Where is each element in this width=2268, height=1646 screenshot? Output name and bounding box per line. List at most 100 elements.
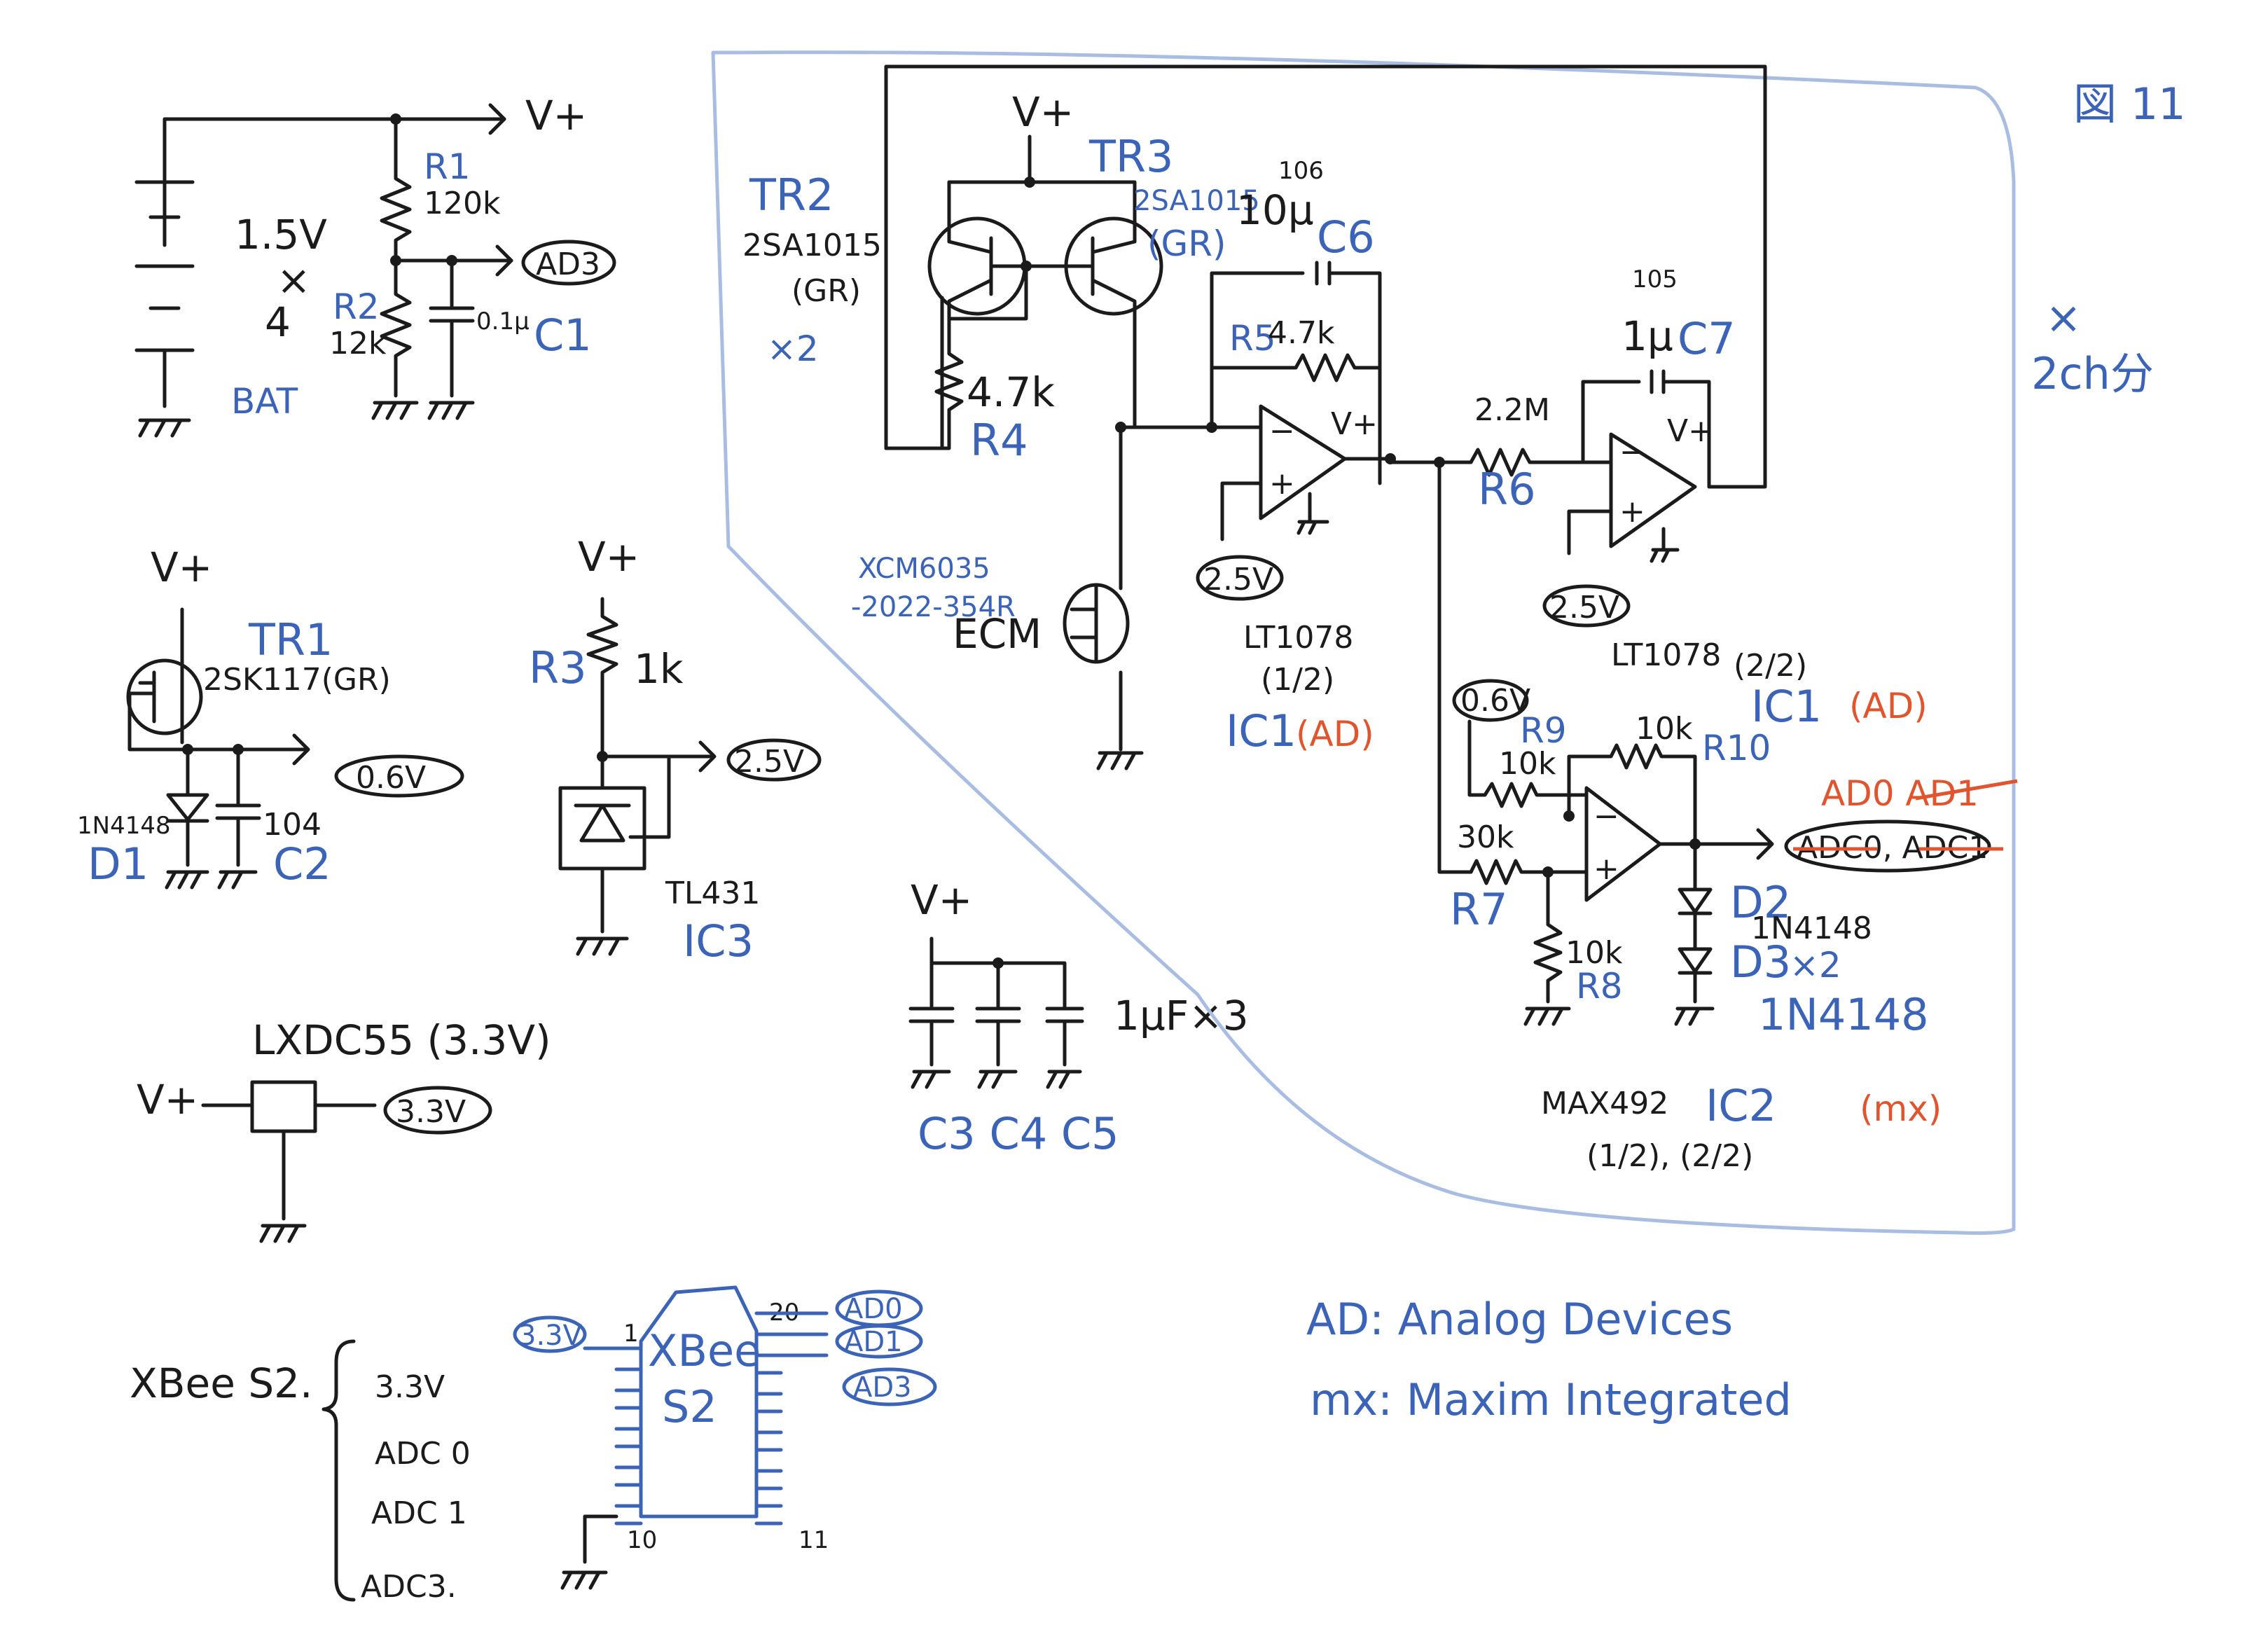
ref-b: 2.5V [1549, 590, 1619, 625]
tr3-name: TR3 [1088, 131, 1173, 182]
ic1b-vplus: V+ [1667, 413, 1714, 449]
ic1a-plus: + [1269, 466, 1295, 502]
ic3-vplus: V+ [578, 533, 639, 581]
c1-value: 0.1μ [476, 307, 530, 336]
r6-value: 2.2M [1474, 392, 1550, 428]
xbee-pin11: 11 [798, 1526, 829, 1554]
tr1-out-label: 0.6V [356, 760, 426, 796]
ic1a-vplus: V+ [1331, 406, 1378, 442]
ic2-plus: + [1593, 851, 1619, 887]
group-outline [711, 50, 2016, 1235]
d3-mult: ×2 [1790, 945, 1841, 985]
r7-value: 30k [1457, 819, 1514, 855]
r8-value: 10k [1565, 935, 1623, 971]
r7-name: R7 [1450, 884, 1508, 935]
xbee-pin1: 1 [623, 1320, 639, 1348]
ecm-label: ECM [953, 610, 1042, 658]
xbee-ad1: AD1 [844, 1326, 903, 1358]
d2-name: D2 [1730, 877, 1791, 928]
ic1a-name: IC1 [1226, 705, 1297, 756]
r3-name: R3 [529, 642, 587, 693]
xbee-list-title: XBee S2. [130, 1360, 312, 1407]
tr2-mult: ×2 [767, 328, 819, 369]
ic1a-minus: − [1269, 413, 1295, 449]
xbee-ad3: AD3 [853, 1371, 912, 1404]
ic1b-mfr: (AD) [1849, 686, 1928, 726]
xbee-chip-line1: XBee [648, 1325, 761, 1376]
xbee-chip-line2: S2 [662, 1381, 717, 1432]
d1-part: 1N4148 [77, 812, 171, 840]
r10-name: R10 [1702, 728, 1771, 768]
c7-name: C7 [1678, 313, 1736, 364]
ecm-part1: XCM6035 [858, 553, 990, 585]
ic3-out-label: 2.5V [734, 744, 804, 780]
caps-value: 1μF×3 [1114, 992, 1249, 1039]
ic1b-plus: + [1619, 494, 1645, 530]
ic3-part: TL431 [665, 876, 760, 911]
regulator-vplus: V+ [137, 1076, 198, 1123]
xbee-pin10: 10 [627, 1526, 657, 1554]
r2-value: 12k [329, 326, 387, 361]
xbee-ad0: AD0 [844, 1293, 903, 1325]
ic2-minus: − [1593, 798, 1619, 834]
tr2-name: TR2 [749, 170, 834, 221]
channel-mult-x: × [2045, 292, 2082, 343]
c2-value: 104 [263, 807, 321, 843]
amp-vplus: V+ [1012, 88, 1074, 136]
r5-name: R5 [1229, 318, 1276, 359]
ic2-mfr: (mx) [1860, 1088, 1942, 1129]
tr3-part: 2SA1015 [1133, 185, 1260, 217]
xbee-item-3: ADC 1 [371, 1495, 467, 1531]
tr1-name: TR1 [248, 614, 333, 665]
c2-name: C2 [273, 838, 331, 890]
d2-part: 1N4148 [1751, 911, 1872, 946]
c7-value: 1μ [1622, 312, 1673, 360]
ic1a-unit: (1/2) [1261, 662, 1334, 698]
ref-c: 0.6V [1460, 683, 1530, 719]
r3-value: 1k [634, 645, 684, 693]
out-old-label: AD0 AD1 [1821, 773, 1979, 814]
c1-name: C1 [534, 310, 592, 361]
battery-voltage: 1.5V [235, 211, 327, 258]
ad3-label: AD3 [536, 247, 600, 282]
caps-block: V+ 1μF×3 C3 C4 C5 [908, 876, 1249, 1159]
xbee-item-2: ADC 0 [375, 1436, 471, 1472]
xbee-pin-3v3: 3.3V [518, 1320, 583, 1352]
regulator-out-label: 3.3V [396, 1094, 466, 1130]
xbee-list: XBee S2. 3.3V ADC 0 ADC 1 ADC3. [130, 1339, 471, 1605]
ic1a-part: LT1078 [1243, 620, 1353, 656]
ic3-block: V+ R3 1k 2.5V TL431 IC3 [529, 533, 822, 967]
r1-value: 120k [424, 186, 501, 221]
r9-value: 10k [1499, 746, 1556, 782]
ic2-units: (1/2), (2/2) [1586, 1138, 1753, 1174]
caps-vplus: V+ [911, 876, 972, 924]
ic3-name: IC3 [683, 915, 754, 967]
r4-name: R4 [970, 415, 1028, 466]
r4-value: 4.7k [967, 368, 1055, 416]
vplus-rail-label: V+ [525, 92, 587, 139]
ic1b-name: IC1 [1751, 681, 1822, 732]
c6-code: 106 [1278, 157, 1324, 185]
battery-divider-block: V+ 1.5V × 4 BAT R1 120k R2 12k 0.1μ [134, 92, 616, 438]
ic2-part: MAX492 [1541, 1086, 1668, 1121]
xbee-chip: 3.3V 1 20 XBee S2 10 11 AD0 AD1 AD3 [513, 1285, 937, 1590]
r8-name: R8 [1576, 966, 1623, 1007]
r10-value: 10k [1636, 711, 1693, 747]
tr1-vplus: V+ [151, 544, 212, 591]
r9-name: R9 [1520, 710, 1567, 751]
r6-name: R6 [1478, 464, 1536, 515]
d3-part: 1N4148 [1758, 989, 1929, 1040]
battery-count: 4 [265, 298, 291, 346]
legend-mx: mx: Maxim Integrated [1310, 1374, 1792, 1425]
ic2-name: IC2 [1706, 1080, 1776, 1131]
ic1b-part: LT1078 [1611, 637, 1721, 673]
legend-ad: AD: Analog Devices [1306, 1294, 1733, 1345]
r1-name: R1 [424, 146, 471, 187]
battery-times: × [277, 256, 311, 304]
xbee-item-1: 3.3V [375, 1369, 445, 1405]
regulator-part: LXDC55 (3.3V) [252, 1016, 551, 1064]
tr1-part: 2SK117(GR) [203, 662, 391, 698]
caps-names: C3 C4 C5 [918, 1108, 1119, 1159]
r5-value: 4.7k [1268, 315, 1335, 351]
